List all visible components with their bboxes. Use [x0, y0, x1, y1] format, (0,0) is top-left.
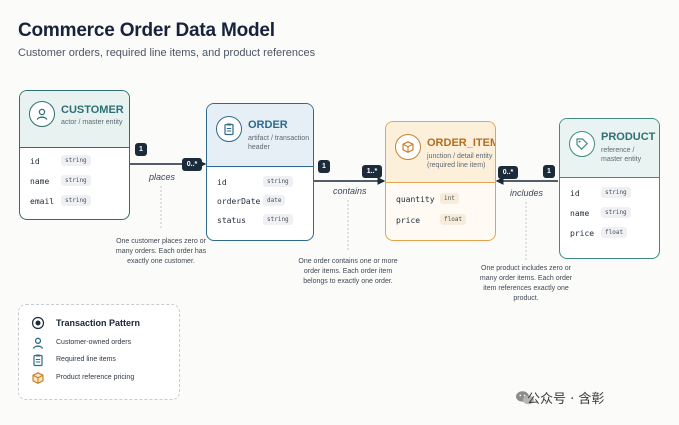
legend-item: Product reference pricing — [56, 374, 135, 381]
entity-order-header: ORDER artifact / transaction header — [207, 104, 313, 166]
divider — [20, 147, 129, 148]
attr-type: float — [601, 227, 628, 238]
entity-product[interactable]: PRODUCT reference / master entity id str… — [559, 118, 660, 259]
relationship-label: includes — [510, 188, 544, 198]
clipboard-icon — [33, 354, 43, 367]
user-icon — [29, 101, 55, 127]
attr-name: id — [217, 178, 227, 187]
attr-name: name — [30, 177, 50, 186]
cardinality-badge: 1 — [543, 165, 555, 178]
attr-name: price — [570, 229, 595, 238]
attr-type: float — [440, 214, 467, 225]
entity-order-item[interactable]: ORDER_ITEM junction / detail entity (req… — [385, 121, 496, 241]
cardinality-badge: 1 — [135, 143, 147, 156]
clipboard-icon — [216, 116, 242, 142]
relationship-note: One customer places zero or many orders.… — [115, 238, 207, 265]
cardinality-badge: 1..* — [362, 165, 382, 178]
legend-item: Customer-owned orders — [56, 339, 132, 346]
relationship-note: One product includes zero or many order … — [479, 265, 573, 302]
cardinality-badge: 1 — [318, 160, 330, 173]
entity-order-item-role: junction / detail entity (required line … — [427, 153, 493, 169]
entity-product-name: PRODUCT — [601, 131, 656, 143]
entity-product-header: PRODUCT reference / master entity — [560, 119, 659, 177]
divider — [207, 166, 313, 167]
attr-type: string — [601, 187, 631, 198]
entity-order-role: artifact / transaction header — [248, 135, 310, 151]
divider — [560, 177, 659, 178]
tag-icon — [569, 131, 595, 157]
attr-type: string — [61, 175, 91, 186]
attr-name: email — [30, 197, 55, 206]
page-title: Commerce Order Data Model — [18, 20, 275, 41]
relationship-note: One order contains one or more order ite… — [298, 258, 398, 285]
wechat-icon — [516, 391, 534, 405]
entity-order-item-header: ORDER_ITEM junction / detail entity (req… — [386, 122, 495, 182]
attr-type: string — [61, 155, 91, 166]
attr-type: date — [263, 195, 286, 206]
target-icon — [31, 316, 45, 330]
attr-type: string — [263, 214, 293, 225]
attr-type: string — [61, 195, 91, 206]
user-icon — [32, 337, 44, 349]
entity-order[interactable]: ORDER artifact / transaction header id s… — [206, 103, 314, 241]
cardinality-badge: 0..* — [498, 166, 518, 179]
entity-customer-role: actor / master entity — [61, 119, 123, 126]
watermark-text: 公众号 · 含彰 — [527, 392, 605, 407]
entity-order-item-name: ORDER_ITEM — [427, 137, 496, 149]
attr-name: id — [30, 157, 40, 166]
attr-name: orderDate — [217, 197, 261, 206]
attr-type: string — [601, 207, 631, 218]
page-subtitle: Customer orders, required line items, an… — [18, 47, 316, 59]
entity-customer-name: CUSTOMER — [61, 104, 124, 116]
entity-customer-header: CUSTOMER actor / master entity — [20, 91, 129, 147]
attr-name: id — [570, 189, 580, 198]
attr-name: status — [217, 216, 246, 225]
legend-item: Required line items — [56, 356, 116, 363]
legend-title: Transaction Pattern — [56, 318, 141, 328]
relationship-label: contains — [333, 186, 367, 196]
legend: Transaction Pattern Customer-owned order… — [18, 304, 180, 400]
divider — [386, 182, 495, 183]
relationship-label: places — [149, 172, 176, 182]
entity-customer[interactable]: CUSTOMER actor / master entity id string… — [19, 90, 130, 220]
box-icon — [395, 134, 421, 160]
attr-name: price — [396, 216, 421, 225]
cardinality-badge: 0..* — [182, 158, 202, 171]
box-icon — [32, 372, 44, 384]
attr-name: quantity — [396, 195, 435, 204]
entity-product-role: reference / master entity — [601, 147, 642, 163]
entity-order-name: ORDER — [248, 119, 288, 131]
attr-type: int — [440, 193, 459, 204]
attr-type: string — [263, 176, 293, 187]
attr-name: name — [570, 209, 590, 218]
